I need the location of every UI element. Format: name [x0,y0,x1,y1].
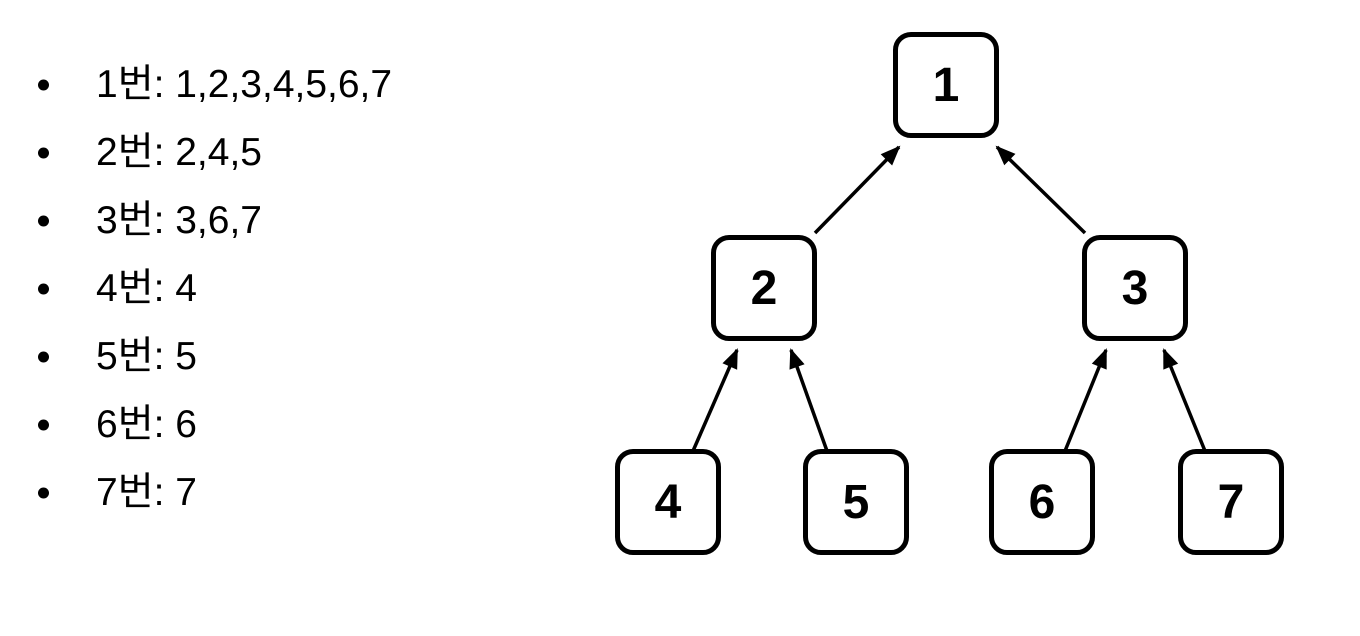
subtree-list: 1번: 1,2,3,4,5,6,7 2번: 2,4,5 3번: 3,6,7 4번… [0,51,392,527]
list-item-text: 6번: 6 [96,403,197,446]
list-item-text: 3번: 3,6,7 [96,199,262,242]
edge-5-to-2 [789,348,829,452]
list-item: 5번: 5 [0,323,392,391]
list-item: 3번: 3,6,7 [0,187,392,255]
list-item-text: 2번: 2,4,5 [96,131,262,174]
edge-4-to-2 [691,348,739,452]
tree-node-1: 1 [893,32,999,138]
bullet-icon [38,147,49,159]
list-item: 7번: 7 [0,459,392,527]
tree-node-5: 5 [803,449,909,555]
tree-node-2: 2 [711,235,817,341]
bullet-icon [38,419,49,431]
list-item: 2번: 2,4,5 [0,119,392,187]
edge-6-to-3 [1063,348,1108,452]
edge-7-to-3 [1162,348,1207,452]
bullet-icon [38,79,49,91]
tree-node-3: 3 [1082,235,1188,341]
bullet-icon [38,487,49,499]
tree-node-7: 7 [1178,449,1284,555]
list-item: 1번: 1,2,3,4,5,6,7 [0,51,392,119]
list-item: 6번: 6 [0,391,392,459]
tree-node-6: 6 [989,449,1095,555]
edge-3-to-1 [995,145,1087,235]
bullet-icon [38,351,49,363]
bullet-icon [38,283,49,295]
list-item-text: 7번: 7 [96,471,197,514]
list-item-text: 5번: 5 [96,335,197,378]
bullet-icon [38,215,49,227]
list-item: 4번: 4 [0,255,392,323]
list-item-text: 4번: 4 [96,267,197,310]
tree-node-4: 4 [615,449,721,555]
edge-2-to-1 [813,145,901,235]
list-item-text: 1번: 1,2,3,4,5,6,7 [96,63,393,106]
